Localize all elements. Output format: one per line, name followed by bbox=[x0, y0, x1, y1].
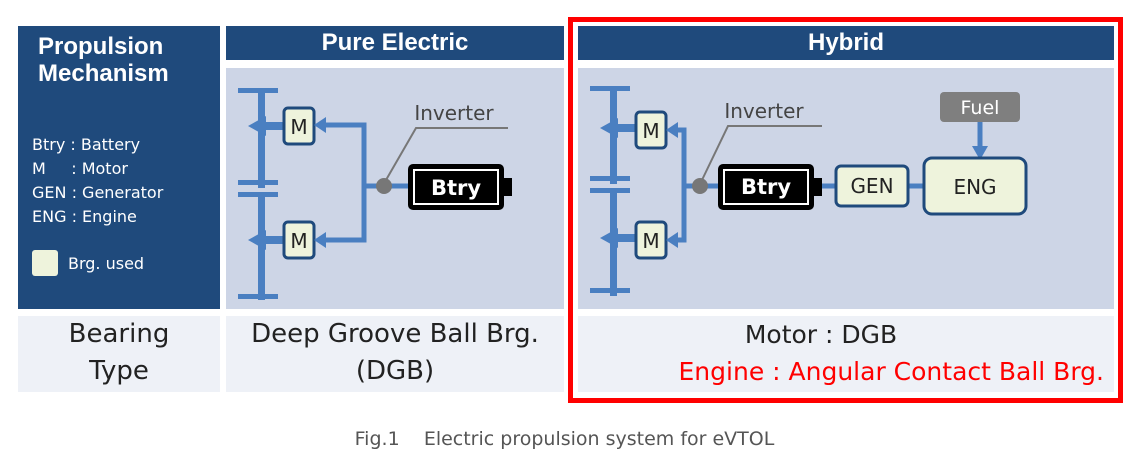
pure-bearing-line1: Deep Groove Ball Brg. bbox=[251, 319, 539, 349]
fuel-label: Fuel bbox=[961, 97, 1000, 119]
propulsion-mechanism-header: Propulsion Mechanism Btry : Battery M : … bbox=[18, 26, 220, 309]
battery-icon: Btry bbox=[408, 164, 512, 210]
legend-item: M : Motor bbox=[32, 159, 128, 178]
engine-box: ENG bbox=[922, 156, 1028, 216]
motor-bottom: M bbox=[282, 220, 316, 260]
pure-bearing-cell: Deep Groove Ball Brg. (DGB) bbox=[226, 316, 564, 392]
arrow-icon bbox=[314, 232, 326, 248]
legend-item: GEN : Generator bbox=[32, 183, 164, 202]
inverter-leader-line bbox=[385, 127, 508, 181]
engine-label: ENG bbox=[953, 175, 996, 199]
motor-top: M bbox=[282, 106, 316, 146]
hybrid-svg: M M Inverter Btry GEN bbox=[590, 86, 1028, 296]
arrow-icon bbox=[666, 122, 678, 138]
battery-label: Btry bbox=[431, 176, 481, 200]
bearing-swatch-label: Brg. used bbox=[68, 254, 145, 273]
hybrid-bearing-motor: Motor : DGB bbox=[744, 320, 898, 349]
pure-electric-header: Pure Electric bbox=[226, 26, 564, 60]
hybrid-bearing-cell: Motor : DGB Engine : Angular Contact Bal… bbox=[578, 316, 1114, 392]
hybrid-bearing-engine: Engine : Angular Contact Ball Brg. bbox=[678, 357, 1104, 386]
hybrid-header: Hybrid bbox=[578, 26, 1114, 60]
arrow-icon bbox=[666, 232, 678, 248]
inverter-node-icon bbox=[376, 178, 392, 194]
mechanism-title-line1: Propulsion bbox=[38, 33, 164, 60]
bearing-swatch bbox=[32, 250, 58, 276]
generator-box: GEN bbox=[834, 164, 910, 208]
motor-label: M bbox=[290, 115, 307, 139]
pure-electric-svg: M M Inverter Btry bbox=[238, 88, 512, 300]
motor-top: M bbox=[634, 110, 668, 150]
motor-label: M bbox=[642, 119, 659, 143]
legend-item: ENG : Engine bbox=[32, 207, 137, 226]
legend-item: Btry : Battery bbox=[32, 135, 141, 154]
pure-bearing-line2: (DGB) bbox=[355, 356, 435, 386]
bearing-type-label: Bearing Type bbox=[18, 316, 220, 392]
battery-icon: Btry bbox=[718, 164, 822, 210]
mechanism-title-line2: Mechanism bbox=[38, 60, 169, 87]
hybrid-highlight-frame bbox=[568, 17, 1123, 403]
hybrid-diagram: M M Inverter Btry GEN bbox=[578, 68, 1114, 309]
generator-label: GEN bbox=[850, 174, 893, 198]
power-lines bbox=[320, 122, 408, 243]
arrow-icon bbox=[314, 117, 326, 133]
inverter-leader-line bbox=[701, 125, 822, 181]
pure-electric-diagram: M M Inverter Btry bbox=[226, 68, 564, 309]
battery-label: Btry bbox=[741, 175, 791, 199]
fuel-tag: Fuel bbox=[940, 92, 1020, 122]
motor-bottom: M bbox=[634, 220, 668, 260]
inverter-node-icon bbox=[692, 178, 708, 194]
inverter-label: Inverter bbox=[414, 101, 494, 125]
bearing-type-line2: Type bbox=[89, 356, 149, 386]
motor-label: M bbox=[290, 229, 307, 253]
arrow-down-icon bbox=[972, 146, 988, 160]
motor-label: M bbox=[642, 229, 659, 253]
legend: Btry : Battery M : Motor GEN : Generator… bbox=[32, 133, 163, 229]
inverter-label: Inverter bbox=[724, 99, 804, 123]
rotor-shaft-icon bbox=[238, 88, 284, 300]
figure-caption: Fig.1 Electric propulsion system for eVT… bbox=[354, 428, 775, 450]
rotor-shaft-icon bbox=[590, 86, 636, 296]
bearing-type-line1: Bearing bbox=[68, 319, 170, 349]
